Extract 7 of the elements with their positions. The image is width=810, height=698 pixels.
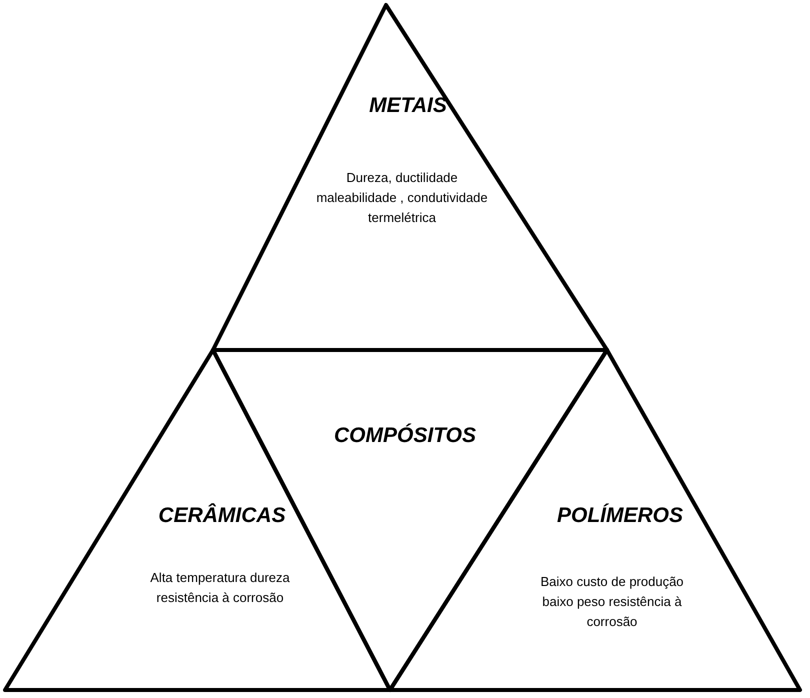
property-text: Baixo custo de produção baixo peso resistência à corrosão	[539, 573, 685, 631]
category-heading: COMPÓSITOS	[334, 422, 476, 449]
category-heading: POLÍMEROS	[557, 502, 683, 529]
property-text: Dureza, ductilidade maleabilidade , condutividade termelétrica	[315, 169, 489, 227]
category-heading: CERÂMICAS	[158, 502, 286, 529]
property-text: Alta temperatura dureza resistência à corrosão	[149, 569, 291, 607]
category-heading: METAIS	[369, 93, 447, 119]
